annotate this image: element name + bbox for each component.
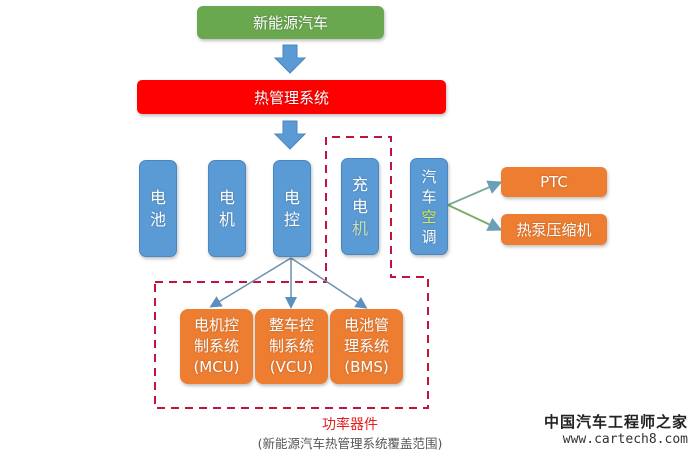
component-char: 机 (351, 218, 368, 238)
unit-line: 理系统 (343, 337, 389, 355)
unit-vcu: 整车控 制系统 (VCU) (255, 309, 328, 384)
unit-line: (BMS) (344, 358, 389, 376)
component-char: 控 (283, 209, 300, 229)
down-arrow-icon (273, 44, 307, 74)
connector-heatpump (447, 204, 503, 231)
watermark-title: 中国汽车工程师之家 (543, 413, 688, 431)
component-battery: 电 池 (139, 160, 177, 257)
new-energy-vehicle-label: 新能源汽车 (252, 14, 328, 32)
component-air-conditioner: 汽 车 空 调 (410, 158, 448, 255)
component-char: 池 (149, 209, 166, 229)
component-electronic-control: 电 控 (273, 160, 311, 257)
component-char: 调 (421, 227, 437, 246)
component-char: 机 (218, 209, 235, 229)
unit-bms: 电池管 理系统 (BMS) (330, 309, 403, 384)
connector-mcu (209, 257, 292, 308)
new-energy-vehicle-box: 新能源汽车 (197, 6, 384, 39)
component-char: 空 (421, 207, 437, 226)
component-char: 车 (421, 187, 437, 206)
watermark-url: www.cartech8.com (562, 432, 688, 447)
unit-line: (MCU) (193, 358, 240, 376)
thermal-management-system-label: 热管理系统 (253, 88, 329, 107)
component-char: 汽 (421, 167, 437, 186)
unit-line: 制系统 (268, 337, 314, 355)
coverage-note: (新能源汽车热管理系统覆盖范围) (257, 436, 443, 451)
component-charger: 充 电 机 (341, 158, 379, 255)
output-ptc: PTC (501, 167, 607, 197)
component-char: 电 (218, 187, 235, 207)
power-device-label: 功率器件 (322, 417, 378, 433)
unit-line: 电机控 (193, 316, 239, 334)
component-char: 电 (149, 187, 166, 207)
component-char: 充 (351, 174, 368, 194)
down-arrow-icon (273, 120, 307, 150)
component-char: 电 (283, 187, 300, 207)
unit-mcu: 电机控 制系统 (MCU) (180, 309, 253, 384)
connector-bms (290, 257, 368, 309)
component-char: 电 (351, 196, 368, 216)
unit-line: 电池管 (343, 316, 389, 334)
connector-ptc (447, 180, 503, 206)
unit-line: (VCU) (269, 358, 314, 376)
unit-line: 整车控 (268, 316, 314, 334)
output-heat-pump-label: 热泵压缩机 (516, 221, 592, 239)
output-heat-pump-compressor: 热泵压缩机 (501, 214, 607, 245)
thermal-management-system-box: 热管理系统 (137, 80, 446, 114)
unit-line: 制系统 (193, 337, 239, 355)
output-ptc-label: PTC (540, 173, 568, 191)
component-motor: 电 机 (208, 160, 246, 257)
